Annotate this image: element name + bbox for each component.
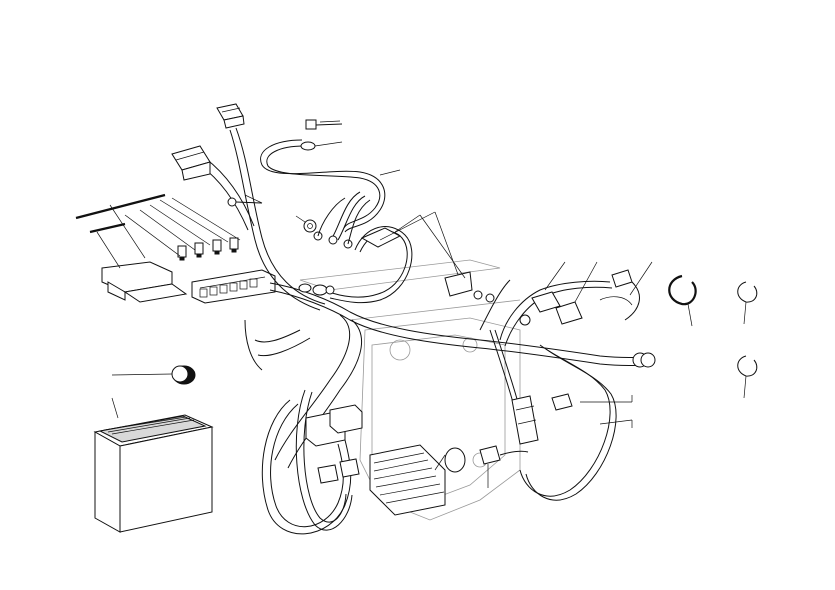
earth-cable (260, 139, 401, 233)
battery (93, 414, 214, 533)
leader-lines-right (394, 214, 653, 488)
connector-fuse (551, 393, 573, 411)
relay-block (305, 404, 363, 447)
bracket (360, 211, 461, 281)
main-harness (199, 127, 362, 535)
ignition-module (511, 395, 539, 445)
relay-connectors (479, 269, 640, 331)
starter-solenoid (434, 447, 466, 473)
bolt-top (305, 119, 343, 130)
connectors-pair (317, 458, 360, 484)
cable-clips (668, 274, 758, 399)
fuse-box-cover (101, 261, 188, 303)
rubber-plug (171, 365, 196, 385)
screw-pin (227, 197, 263, 207)
leader-lines-left (75, 193, 241, 419)
center-harness (269, 271, 656, 368)
connector-small (479, 445, 529, 465)
nut-small (295, 215, 317, 233)
pin-leader (244, 194, 263, 204)
regulator-rectifier (369, 444, 446, 516)
fuses (177, 237, 239, 261)
fuse-box (191, 269, 276, 304)
connector-top (171, 103, 245, 181)
